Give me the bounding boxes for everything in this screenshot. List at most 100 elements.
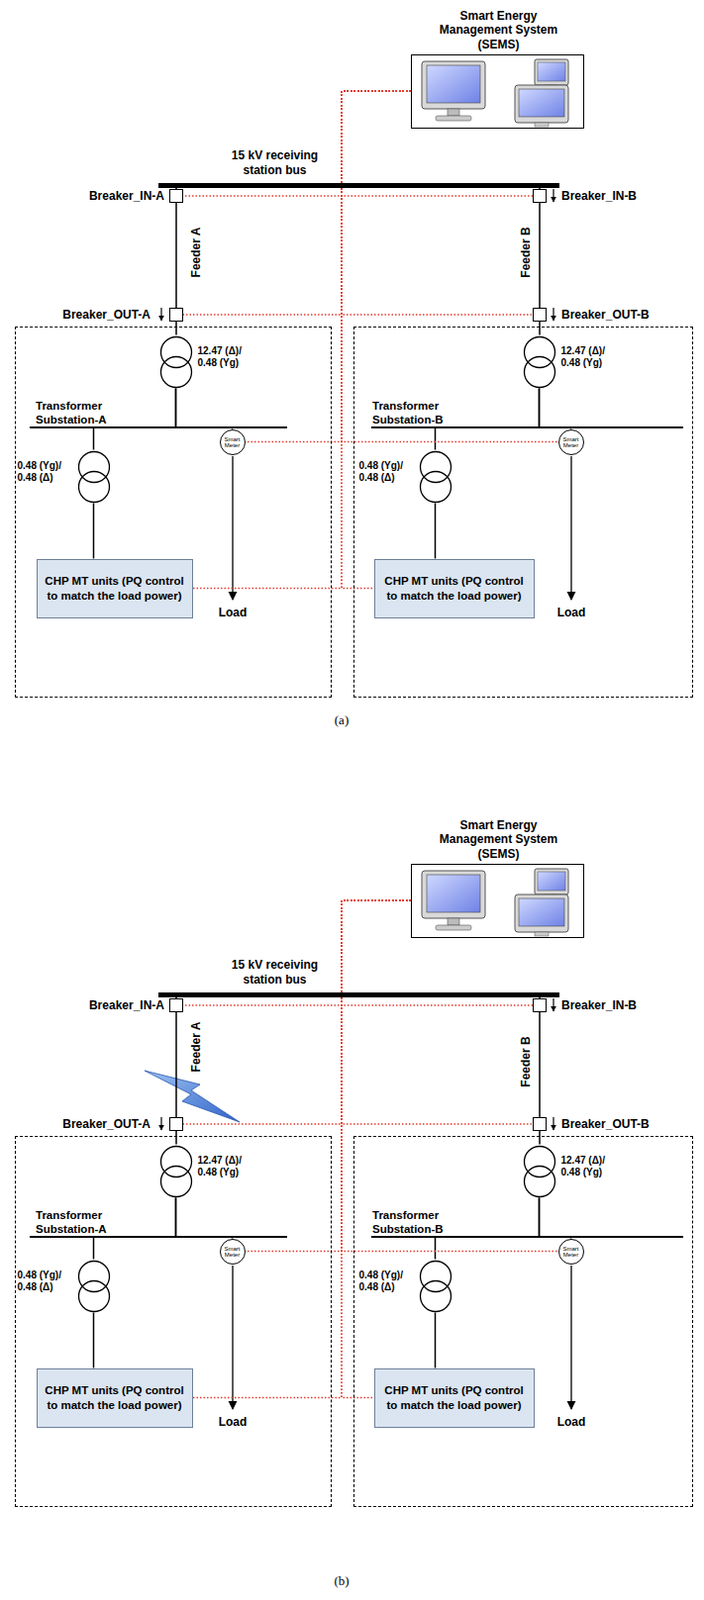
load-label: Load <box>218 605 248 620</box>
panel-wiring <box>29 189 684 601</box>
transformer-rating: 12.47 (Δ)/ 0.48 (Yg) <box>561 1155 617 1181</box>
communication-link <box>183 901 411 1125</box>
panel-caption: (a) <box>334 712 349 729</box>
feeder-label: Feeder B <box>518 1036 533 1088</box>
chp-unit-box: CHP MT units (PQ control to match the lo… <box>374 559 535 619</box>
power-line <box>93 1313 96 1370</box>
transformer-windings <box>522 335 557 390</box>
transformer-windings <box>159 1145 194 1200</box>
transformer-rating: 12.47 (Δ)/ 0.48 (Yg) <box>561 345 617 371</box>
meter-label: Smart Meter <box>220 1246 245 1259</box>
computer-icons <box>411 55 586 130</box>
bus-label: 15 kV receiving station bus <box>212 148 337 178</box>
breaker-box: Breaker_IN-B <box>532 999 547 1013</box>
substation-label: Transformer Substation-B <box>372 1209 464 1238</box>
system-heading: Smart Energy Management System (SEMS) <box>436 818 561 862</box>
communication-link <box>183 91 411 197</box>
breaker-label: Breaker_IN-A <box>89 189 165 203</box>
chp-label: CHP MT units (PQ control to match the lo… <box>43 1384 187 1413</box>
transformer-symbol: 0.48 (Yg)/ 0.48 (Δ) <box>77 450 111 504</box>
smart-meter: Smart Meter <box>219 429 246 456</box>
chp-unit-box: CHP MT units (PQ control to match the lo… <box>36 559 194 619</box>
power-line <box>175 1131 178 1146</box>
communication-link <box>341 901 411 1400</box>
smart-meter: Smart Meter <box>558 429 585 456</box>
power-line <box>435 389 540 451</box>
transformer-symbol: 0.48 (Yg)/ 0.48 (Δ) <box>418 450 453 504</box>
breaker-label: Breaker_OUT-B <box>561 307 650 322</box>
transformer-windings <box>77 450 111 504</box>
transformer-rating: 0.48 (Yg)/ 0.48 (Δ) <box>17 460 74 486</box>
transformer-symbol: 0.48 (Yg)/ 0.48 (Δ) <box>77 1260 111 1314</box>
power-line <box>175 321 178 336</box>
breaker-label: Breaker_OUT-A <box>62 1117 151 1132</box>
chp-label: CHP MT units (PQ control to match the lo… <box>43 574 187 604</box>
substation-label: Transformer Substation-A <box>35 400 127 428</box>
meter-label: Smart Meter <box>220 436 245 449</box>
transformer-rating: 12.47 (Δ)/ 0.48 (Yg) <box>198 345 254 371</box>
transformer-rating: 12.47 (Δ)/ 0.48 (Yg) <box>198 1155 254 1181</box>
lightning-fault <box>144 1071 240 1123</box>
load-label: Load <box>557 1415 587 1430</box>
substation-region: Transformer Substation-B 12.47 (Δ)/ 0.48 … <box>353 1136 694 1509</box>
chp-label: CHP MT units (PQ control to match the lo… <box>381 1384 528 1413</box>
communication-link <box>193 91 412 590</box>
feeder-label: Feeder B <box>518 226 533 278</box>
transformer-windings <box>159 335 194 390</box>
transformer-symbol: 12.47 (Δ)/ 0.48 (Yg) <box>522 335 557 390</box>
breaker-label: Breaker_OUT-B <box>561 1117 650 1132</box>
breaker-box: Breaker_IN-A <box>169 189 184 203</box>
sems-box: Smart Energy Management System (SEMS) <box>410 54 585 129</box>
system-heading: Smart Energy Management System (SEMS) <box>436 8 561 52</box>
meter-label: Smart Meter <box>559 1246 584 1259</box>
chp-unit-box: CHP MT units (PQ control to match the lo… <box>36 1369 194 1429</box>
breaker-box: Breaker_OUT-A <box>169 307 184 322</box>
breaker-box: Breaker_OUT-A <box>169 1117 184 1132</box>
smart-meter: Smart Meter <box>219 1239 246 1266</box>
substation-region: Transformer Substation-A 12.47 (Δ)/ 0.48 … <box>14 326 332 699</box>
power-line <box>538 202 541 308</box>
power-line <box>538 1012 541 1118</box>
power-line <box>93 503 96 560</box>
communication-link <box>245 91 412 443</box>
bus-label: 15 kV receiving station bus <box>212 958 337 988</box>
load-label: Load <box>557 605 587 620</box>
breaker-box: Breaker_OUT-B <box>532 1117 547 1132</box>
transformer-windings <box>418 1260 453 1314</box>
breaker-label: Breaker_IN-A <box>89 999 165 1013</box>
breaker-box: Breaker_IN-B <box>532 189 547 203</box>
transformer-rating: 0.48 (Yg)/ 0.48 (Δ) <box>17 1270 74 1296</box>
station-bus: 15 kV receiving station bus <box>158 183 560 189</box>
feeder-label: Feeder A <box>189 1022 203 1074</box>
communication-link <box>341 91 411 590</box>
transformer-windings <box>77 1260 111 1314</box>
substation-label: Transformer Substation-A <box>35 1209 127 1238</box>
communication-link <box>245 901 412 1253</box>
sems-box: Smart Energy Management System (SEMS) <box>410 864 585 939</box>
transformer-windings <box>522 1145 557 1200</box>
substation-label: Transformer Substation-B <box>372 400 464 428</box>
chp-unit-box: CHP MT units (PQ control to match the lo… <box>374 1369 535 1429</box>
power-line <box>538 1131 541 1146</box>
power-line <box>176 1199 233 1240</box>
power-line <box>435 1199 540 1261</box>
transformer-rating: 0.48 (Yg)/ 0.48 (Δ) <box>359 460 415 486</box>
breaker-box: Breaker_OUT-B <box>532 307 547 322</box>
substation-region: Transformer Substation-A 12.47 (Δ)/ 0.48 … <box>14 1136 332 1509</box>
power-line <box>434 1313 437 1370</box>
panel-caption: (b) <box>333 1574 349 1591</box>
communication-link <box>183 91 411 315</box>
power-line <box>539 1199 572 1240</box>
transformer-symbol: 12.47 (Δ)/ 0.48 (Yg) <box>159 335 194 390</box>
communication-link <box>341 901 559 1253</box>
breaker-box: Breaker_IN-A <box>169 999 184 1013</box>
power-line <box>539 389 572 430</box>
feeder-label: Feeder A <box>189 227 203 279</box>
communication-link <box>193 901 412 1400</box>
breaker-label: Breaker_IN-B <box>561 189 637 203</box>
power-line <box>434 503 437 560</box>
communication-link <box>183 901 411 1006</box>
